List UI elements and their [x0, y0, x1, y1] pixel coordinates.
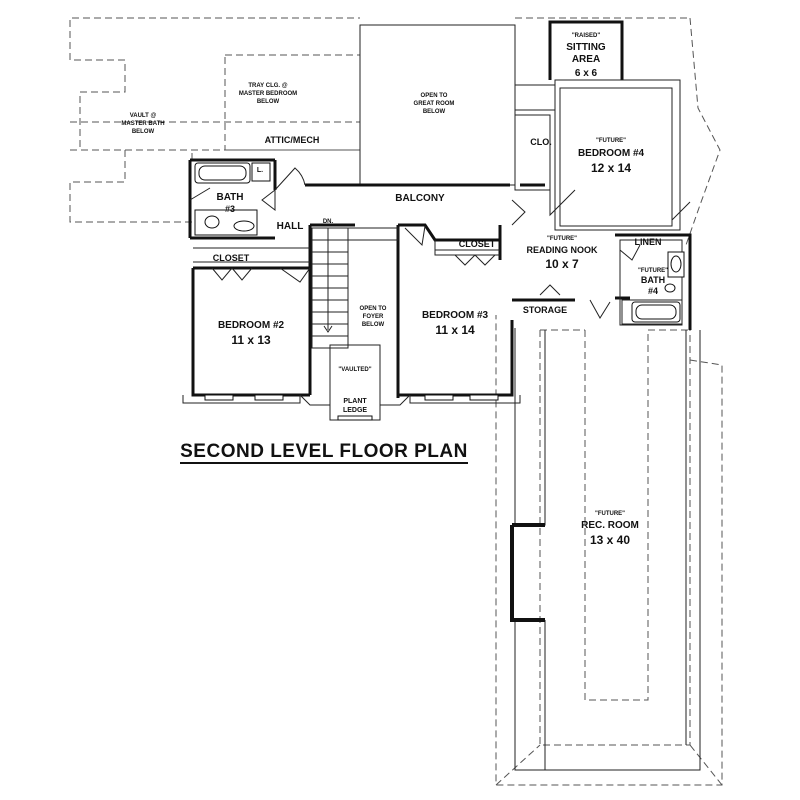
hall-label: HALL — [277, 221, 304, 232]
rec-room-size: 13 x 40 — [590, 533, 630, 547]
bath3-number: #3 — [225, 204, 235, 214]
bath3-label: BATH #3 — [216, 192, 243, 214]
vault-master-bath-line2: MASTER BATH — [121, 121, 164, 127]
vault-master-bath-line1: VAULT @ — [130, 113, 157, 119]
open-great-room-line3: BELOW — [423, 109, 446, 115]
plant-ledge-line1: PLANT — [343, 398, 367, 405]
bedroom2-name: BEDROOM #2 — [218, 320, 285, 331]
sitting-area-name2: AREA — [572, 54, 600, 65]
sitting-area-label: "RAISED" SITTING AREA 6 x 6 — [566, 33, 606, 79]
vault-master-bath-line3: BELOW — [132, 129, 155, 135]
bedroom3-name: BEDROOM #3 — [422, 310, 489, 321]
rec-room-tag: "FUTURE" — [595, 511, 625, 517]
bedroom2-label: BEDROOM #2 11 x 13 — [218, 320, 285, 347]
reading-nook-name: READING NOOK — [526, 245, 598, 255]
closet-bedroom2-label: CLOSET — [213, 253, 250, 263]
main-walls — [188, 158, 692, 398]
plant-ledge-label: PLANT LEDGE — [343, 398, 367, 414]
linen-label: LINEN — [635, 237, 662, 247]
fixtures — [194, 162, 685, 323]
tray-ceiling-line3: BELOW — [257, 99, 280, 105]
open-foyer-line3: BELOW — [362, 322, 385, 328]
open-great-room-line2: GREAT ROOM — [414, 101, 455, 107]
rec-room-name: REC. ROOM — [581, 520, 639, 531]
sitting-area-tag: "RAISED" — [572, 33, 601, 39]
bedroom4-label: "FUTURE" BEDROOM #4 12 x 14 — [578, 138, 645, 175]
reading-nook-size: 10 x 7 — [545, 257, 579, 271]
bedroom3-label: BEDROOM #3 11 x 14 — [422, 310, 489, 337]
open-great-room-line1: OPEN TO — [421, 93, 448, 99]
bottom-bays — [182, 344, 521, 421]
staircase — [311, 227, 399, 349]
bedroom4-size: 12 x 14 — [591, 161, 631, 175]
rec-room-walls — [510, 328, 701, 771]
plan-title: SECOND LEVEL FLOOR PLAN — [180, 441, 468, 462]
tray-ceiling-label: TRAY CLG. @ MASTER BEDROOM BELOW — [239, 83, 297, 105]
sitting-area-name1: SITTING — [566, 42, 606, 53]
plant-ledge-line2: LEDGE — [343, 407, 367, 414]
bath3-name: BATH — [216, 192, 243, 203]
closet-bedroom3-label: CLOSET — [459, 239, 496, 249]
vault-master-bath-label: VAULT @ MASTER BATH BELOW — [121, 113, 164, 135]
bath4-label: "FUTURE" BATH #4 — [638, 268, 668, 296]
open-foyer-line1: OPEN TO — [360, 306, 387, 312]
bedroom4-name: BEDROOM #4 — [578, 148, 645, 159]
open-foyer-line2: FOYER — [363, 314, 384, 320]
bath4-tag: "FUTURE" — [638, 268, 668, 274]
linen-l-label: L. — [257, 167, 263, 174]
down-label: DN. — [323, 219, 334, 225]
bedroom2-size: 11 x 13 — [231, 333, 271, 347]
reading-nook-label: "FUTURE" READING NOOK 10 x 7 — [526, 236, 598, 271]
sitting-area-size: 6 x 6 — [575, 68, 598, 79]
vaulted-label: "VAULTED" — [338, 367, 371, 373]
bedroom4-tag: "FUTURE" — [596, 138, 626, 144]
clo-label: CLO. — [530, 137, 552, 147]
tray-ceiling-line1: TRAY CLG. @ — [248, 83, 287, 89]
dashed-outlines — [69, 17, 723, 786]
balcony-label: BALCONY — [395, 193, 445, 204]
bath4-name: BATH — [641, 275, 665, 285]
bedroom3-size: 11 x 14 — [435, 323, 475, 337]
rec-room-label: "FUTURE" REC. ROOM 13 x 40 — [581, 511, 639, 547]
tray-ceiling-line2: MASTER BEDROOM — [239, 91, 297, 97]
bath4-number: #4 — [648, 286, 658, 296]
reading-nook-tag: "FUTURE" — [547, 236, 577, 242]
open-great-room-label: OPEN TO GREAT ROOM BELOW — [414, 93, 455, 115]
storage-label: STORAGE — [523, 305, 567, 315]
attic-mech-label: ATTIC/MECH — [265, 135, 320, 145]
doors — [189, 167, 691, 319]
open-foyer-label: OPEN TO FOYER BELOW — [360, 306, 387, 328]
